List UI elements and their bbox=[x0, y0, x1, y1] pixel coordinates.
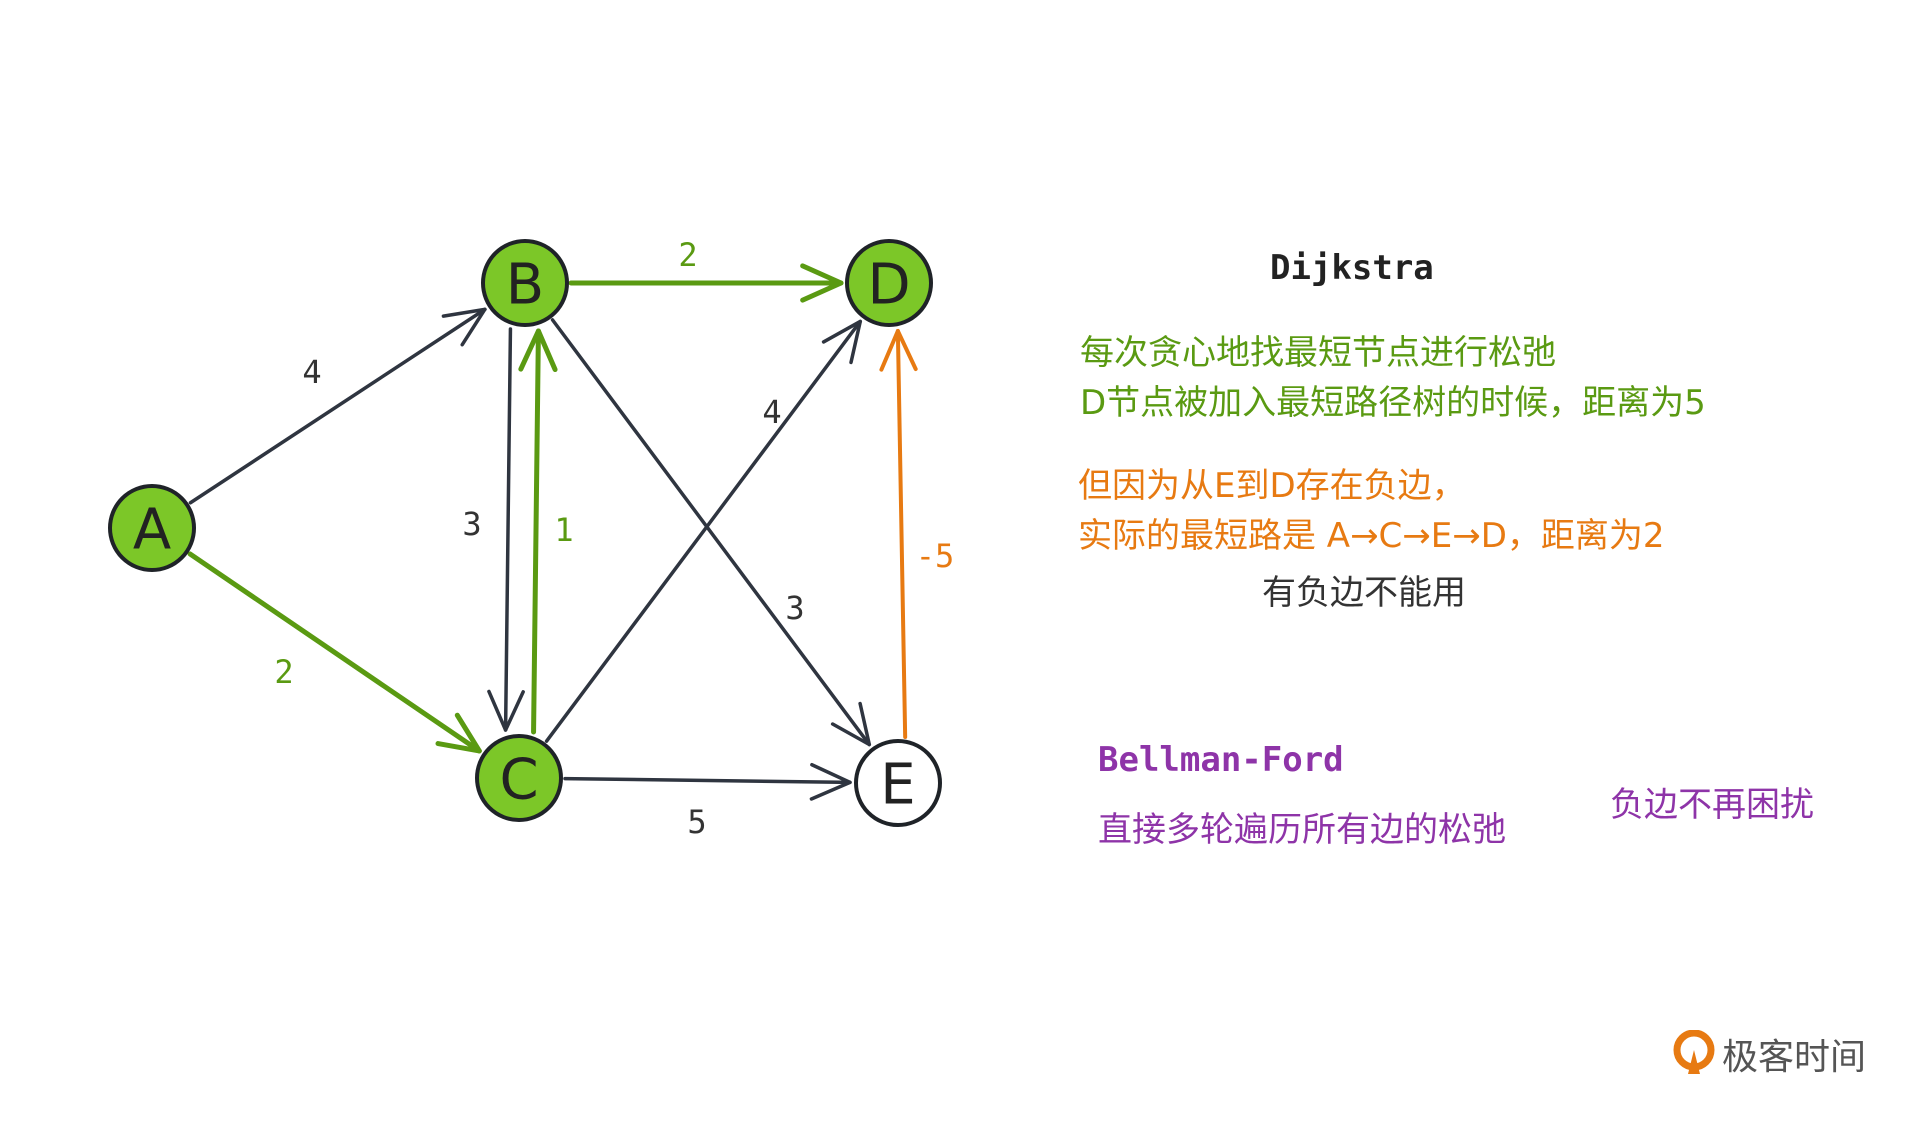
edge-a-b: 4 bbox=[188, 307, 487, 505]
node-b: B bbox=[481, 239, 569, 327]
edge-b-d: 2 bbox=[568, 236, 844, 303]
edge-weight-c-d: 4 bbox=[762, 393, 781, 431]
edge-c-d: 4 bbox=[544, 319, 863, 743]
edge-weight-c-b: 1 bbox=[554, 511, 573, 549]
node-label-a: A bbox=[133, 498, 171, 563]
node-e: E bbox=[854, 739, 942, 827]
negative-edge-line-2: 实际的最短路是 A→C→E→D，距离为2 bbox=[1078, 516, 1665, 556]
node-label-c: C bbox=[499, 748, 538, 813]
logo: 极客时间 bbox=[1672, 1028, 1866, 1080]
negative-edge-conclusion: 有负边不能用 bbox=[1262, 573, 1466, 613]
negative-edge-line-1: 但因为从E到D存在负边， bbox=[1078, 466, 1466, 506]
bellman-ford-title: Bellman-Ford bbox=[1098, 740, 1344, 780]
node-label-e: E bbox=[880, 753, 915, 818]
node-label-b: B bbox=[506, 253, 544, 318]
edge-weight-c-e: 5 bbox=[687, 803, 706, 841]
edge-a-c: 2 bbox=[187, 551, 482, 754]
edge-c-e: 5 bbox=[563, 762, 852, 841]
edge-c-b: 1 bbox=[518, 328, 574, 735]
edge-weight-b-e: 3 bbox=[785, 589, 804, 627]
node-c: C bbox=[475, 734, 563, 822]
logo-text: 极客时间 bbox=[1722, 1037, 1867, 1078]
dijkstra-title: Dijkstra bbox=[1270, 248, 1434, 288]
bellman-ford-description: 直接多轮遍历所有边的松弛 bbox=[1098, 810, 1506, 850]
logo-icon bbox=[1673, 1030, 1715, 1074]
node-d: D bbox=[845, 239, 933, 327]
edge-weight-a-b: 4 bbox=[302, 353, 321, 391]
node-a: A bbox=[108, 484, 196, 572]
bellman-ford-note: 负边不再困扰 bbox=[1610, 785, 1814, 825]
edge-weight-a-c: 2 bbox=[274, 653, 293, 691]
nodes-layer: A B C D E bbox=[108, 239, 942, 827]
edge-e-d: -5 bbox=[879, 328, 955, 740]
dijkstra-line-1: 每次贪心地找最短节点进行松弛 bbox=[1080, 333, 1556, 373]
edge-b-c: 3 bbox=[462, 327, 525, 732]
node-label-d: D bbox=[867, 253, 910, 318]
dijkstra-line-2: D节点被加入最短路径树的时候，距离为5 bbox=[1080, 383, 1706, 423]
edge-weight-e-d: -5 bbox=[916, 537, 955, 575]
edge-b-e: 3 bbox=[550, 318, 872, 747]
edges-layer: 4 2 3 1 2 3 4 5 -5 bbox=[187, 236, 955, 841]
edge-weight-b-c: 3 bbox=[462, 505, 481, 543]
edge-weight-b-d: 2 bbox=[678, 236, 697, 274]
